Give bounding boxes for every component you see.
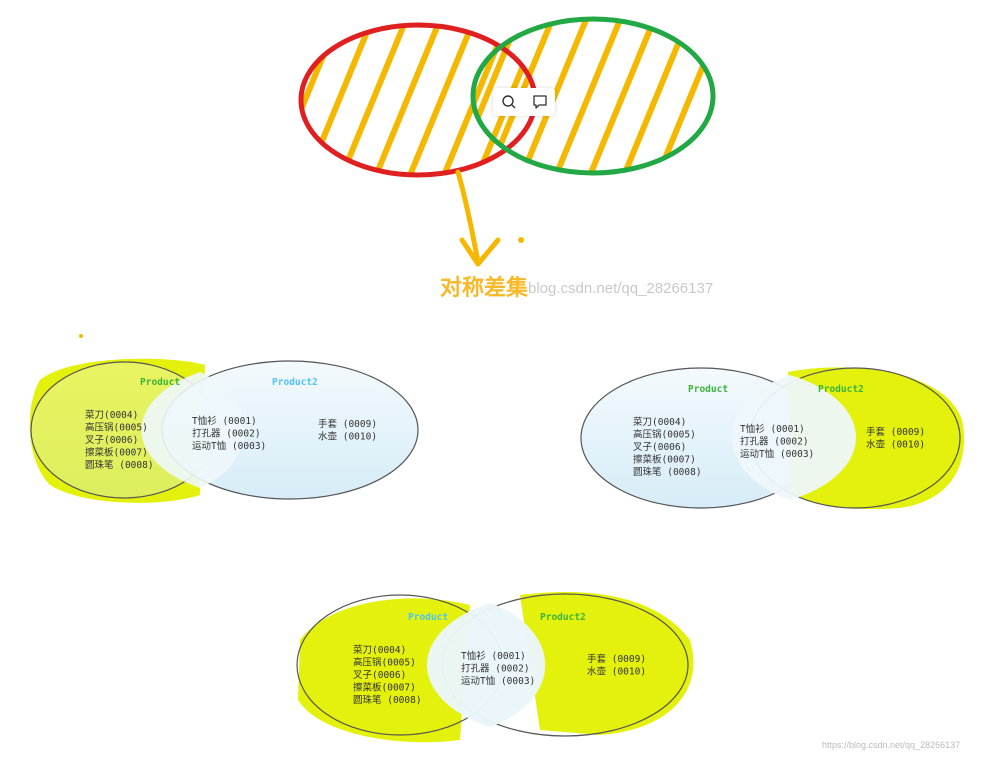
left-item: 叉子(0006) xyxy=(633,442,686,453)
left-item: 擦菜板(0007) xyxy=(353,682,416,694)
venn-diagram-symmetric-difference xyxy=(296,592,694,743)
left-item: 圆珠笔 (0008) xyxy=(353,694,422,706)
left-item: 菜刀(0004) xyxy=(353,644,406,656)
center-item: T恤衫 (0001) xyxy=(461,650,526,662)
left-item: 圆珠笔 (0008) xyxy=(633,466,702,478)
left-item: 擦菜板(0007) xyxy=(633,454,696,466)
center-item: 打孔器 (0002) xyxy=(740,436,809,448)
image-toolbar xyxy=(493,88,555,116)
set-label-product2: Product2 xyxy=(272,377,318,388)
left-item: 高压锅(0005) xyxy=(633,429,696,441)
intersection-area xyxy=(732,375,856,500)
intersection-area xyxy=(426,603,546,727)
center-item: T恤衫 (0001) xyxy=(740,423,805,435)
right-item: 水壶 (0010) xyxy=(587,666,646,678)
hatch-stroke xyxy=(335,25,411,175)
right-item: 手套 (0009) xyxy=(587,653,646,665)
set-label-product: Product xyxy=(140,377,180,388)
center-item: 打孔器 (0002) xyxy=(192,428,261,440)
search-icon[interactable] xyxy=(498,91,520,113)
hatch-stroke xyxy=(301,25,377,175)
left-item: 叉子(0006) xyxy=(353,670,406,681)
center-item: 打孔器 (0002) xyxy=(461,663,530,675)
hatch-stroke xyxy=(583,19,659,173)
left-item: 高压锅(0005) xyxy=(353,657,416,669)
watermark-corner: https://blog.csdn.net/qq_28266137 xyxy=(822,740,961,750)
right-set-circle xyxy=(470,16,716,176)
left-item: 擦菜板(0007) xyxy=(85,447,148,459)
right-item: 水壶 (0010) xyxy=(318,431,377,443)
right-item: 手套 (0009) xyxy=(318,418,377,430)
center-item: T恤衫 (0001) xyxy=(192,415,257,427)
diagram-title: 对称差集 xyxy=(440,276,529,301)
left-item: 菜刀(0004) xyxy=(85,409,138,421)
highlight-scribble xyxy=(520,592,694,735)
center-item: 运动T恤 (0003) xyxy=(740,448,814,460)
hatch-stroke xyxy=(549,19,625,173)
set-label-product: Product xyxy=(688,384,728,395)
set-label-product2: Product2 xyxy=(818,384,864,395)
hatch-stroke xyxy=(685,19,713,173)
right-item: 手套 (0009) xyxy=(866,426,925,438)
left-item: 高压锅(0005) xyxy=(85,422,148,434)
left-item: 圆珠笔 (0008) xyxy=(85,459,154,471)
set-label-product: Product xyxy=(408,612,448,623)
set-label-product2: Product2 xyxy=(540,612,586,623)
left-item: 菜刀(0004) xyxy=(633,416,686,428)
highlight-scribble xyxy=(298,598,470,743)
dot-mark xyxy=(518,237,524,243)
center-item: 运动T恤 (0003) xyxy=(461,675,535,687)
hatch-stroke xyxy=(301,25,343,175)
dot-mark xyxy=(79,334,83,338)
center-item: 运动T恤 (0003) xyxy=(192,440,266,452)
watermark: blog.csdn.net/qq_28266137 xyxy=(528,280,714,297)
comment-icon[interactable] xyxy=(529,91,551,113)
intersection-area xyxy=(141,372,245,488)
hatch-stroke xyxy=(369,25,445,175)
right-item: 水壶 (0010) xyxy=(866,439,925,451)
venn-diagram-right-highlight xyxy=(580,367,965,510)
venn-diagram-left-highlight xyxy=(29,358,419,503)
left-item: 叉子(0006) xyxy=(85,435,138,446)
hatch-stroke xyxy=(403,25,479,175)
down-arrow xyxy=(455,169,501,267)
